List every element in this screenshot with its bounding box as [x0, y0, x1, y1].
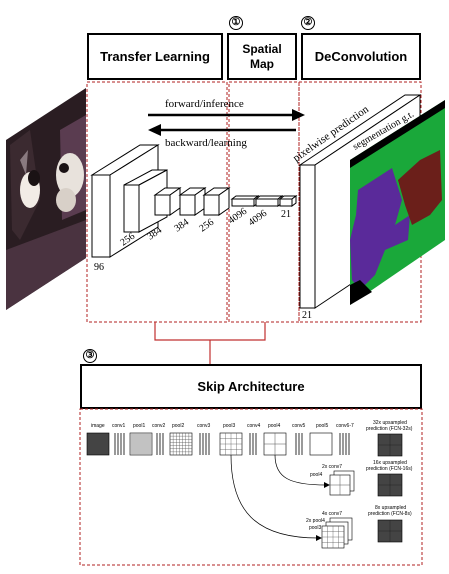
connector-bracket	[154, 322, 266, 341]
skip-label-conv1: conv1	[112, 423, 126, 429]
fusion8-pool4-label: 2x pool4	[306, 518, 325, 524]
skip-label-conv2: conv2	[152, 423, 166, 429]
deconvolution-header: DeConvolution	[301, 33, 421, 80]
skip-conv5-bars	[295, 433, 303, 455]
skip-label-conv67: conv6-7	[336, 423, 354, 429]
deconvolution-title: DeConvolution	[314, 49, 408, 64]
transfer-learning-header: Transfer Learning	[87, 33, 223, 80]
skip-image-square	[86, 432, 110, 456]
skip-conv1-bars	[114, 433, 125, 455]
skip-label-pool5: pool5	[316, 423, 328, 429]
pool4-to-16s-arrow	[274, 454, 327, 486]
skip-label-image: image	[91, 423, 105, 429]
pred16-line2: prediction (FCN-16s)	[366, 466, 413, 472]
fusion-8s: 4x conv7 2x pool4 pool3	[306, 511, 353, 549]
fc-layer-2	[254, 195, 284, 207]
label-21: 21	[281, 209, 291, 220]
skip-pool5-square	[309, 432, 333, 456]
skip-dashed-region	[79, 408, 423, 566]
label-256b: 256	[197, 217, 216, 235]
pred16-line1: 16x upsampled	[373, 460, 407, 466]
forward-label: forward/inference	[165, 98, 244, 110]
fusion8-conv7-label: 4x conv7	[322, 511, 342, 517]
skip-architecture-header: Skip Architecture	[80, 364, 422, 409]
skip-top-labels: image conv1 pool1 conv2 pool2 conv3 pool…	[91, 423, 354, 429]
pred32: 32x upsampled prediction (FCN-32s)	[366, 420, 413, 457]
skip-pool4-grid	[263, 432, 287, 456]
skip-number-badge: ③	[83, 349, 97, 363]
pred32-line1: 32x upsampled	[373, 420, 407, 426]
conv-layer-5	[202, 187, 231, 216]
skip-pool1-grid	[129, 432, 153, 456]
pred8: 8x upsampled prediction (FCN-8s)	[368, 505, 412, 543]
skip-pool2-grid	[169, 432, 193, 456]
fusion8-pool3-label: pool3	[309, 525, 321, 531]
fusion-16s: 2x conv7 pool4	[310, 464, 355, 496]
skip-conv67-bars	[339, 433, 350, 455]
skip-label-conv5: conv5	[292, 423, 306, 429]
fusion16-pool4-label: pool4	[310, 472, 322, 478]
label-4096a: 4096	[226, 206, 249, 226]
skip-pool3-grid	[219, 432, 243, 456]
segmentation-gt	[350, 100, 445, 305]
skip-label-pool3: pool3	[223, 423, 235, 429]
deconv-number-badge: ②	[301, 16, 315, 30]
input-photo	[6, 88, 86, 310]
skip-label-pool1: pool1	[133, 423, 145, 429]
skip-architecture-title: Skip Architecture	[197, 379, 305, 394]
label-96: 96	[94, 262, 104, 273]
spatial-map-header: Spatial Map	[227, 33, 297, 80]
skip-conv3-bars	[199, 433, 210, 455]
spatial-map-title-line2: Map	[250, 56, 274, 71]
conv-layer-4	[178, 187, 207, 216]
fc-layer-3	[278, 195, 298, 207]
spatial-number-badge: ①	[229, 16, 243, 30]
skip-label-conv4: conv4	[247, 423, 261, 429]
fc-layer-1	[230, 195, 260, 207]
transfer-learning-title: Transfer Learning	[100, 49, 210, 64]
pred16: 16x upsampled prediction (FCN-16s)	[366, 460, 413, 497]
backward-label: backward/learning	[165, 137, 247, 149]
fusion16-conv7-label: 2x conv7	[322, 464, 342, 470]
output-label-21: 21	[302, 310, 312, 321]
backward-arrowhead	[148, 124, 161, 136]
skip-conv2-bars	[156, 433, 164, 455]
pool3-to-8s-arrow	[230, 454, 319, 539]
conv-layer-3	[153, 187, 182, 216]
label-384b: 384	[172, 217, 191, 235]
skip-label-pool2: pool2	[172, 423, 184, 429]
skip-conv4-bars	[249, 433, 257, 455]
pred8-line2: prediction (FCN-8s)	[368, 511, 412, 517]
forward-arrowhead	[292, 109, 305, 121]
conv-layer-2	[123, 169, 168, 233]
spatial-map-title-line1: Spatial	[242, 41, 282, 56]
label-4096b: 4096	[246, 208, 269, 228]
skip-label-pool4: pool4	[268, 423, 280, 429]
pred8-line1: 8x upsampled	[375, 505, 406, 511]
pred32-line2: prediction (FCN-32s)	[366, 426, 413, 432]
skip-label-conv3: conv3	[197, 423, 211, 429]
